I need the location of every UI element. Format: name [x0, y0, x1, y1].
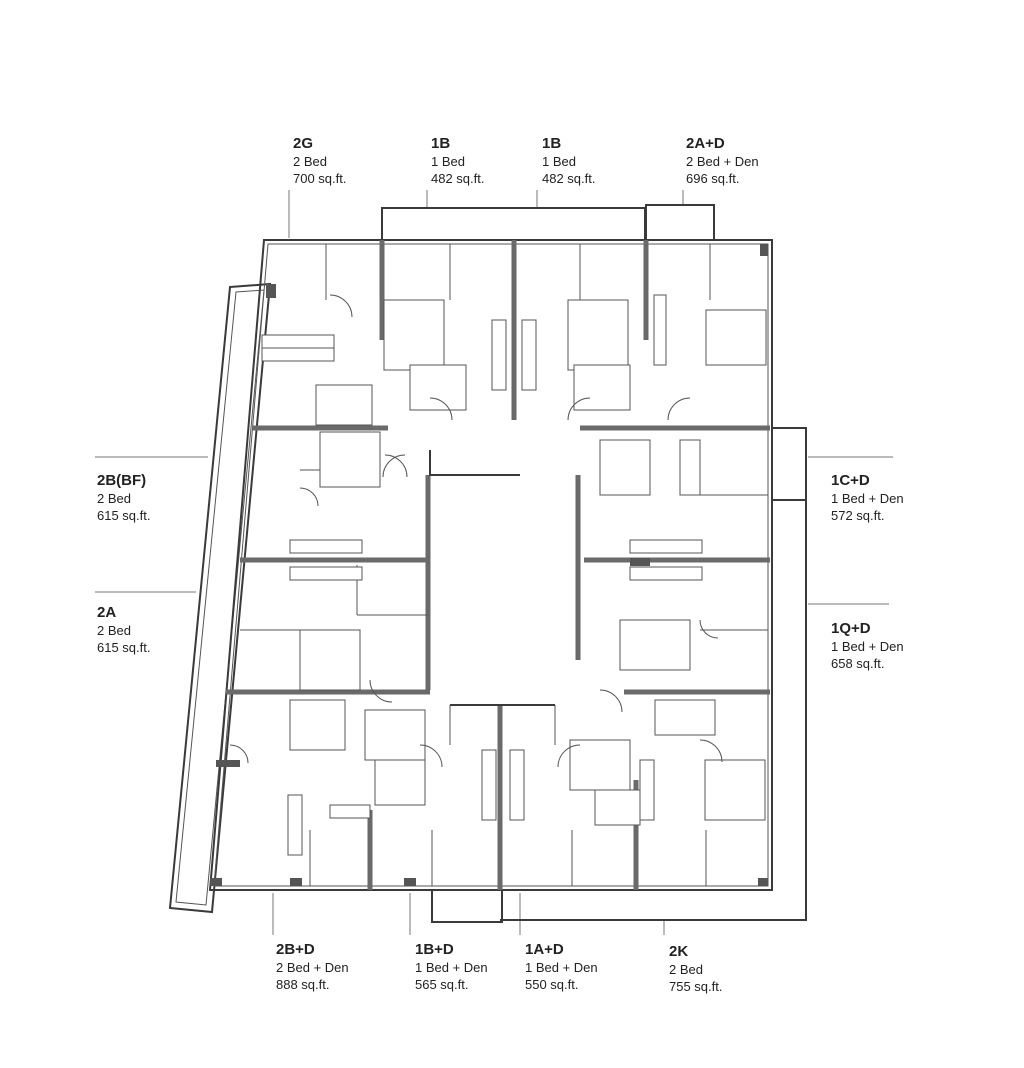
unit-beds: 1 Bed [542, 154, 576, 169]
unit-code: 1B [431, 135, 451, 152]
unit-code: 1Q+D [831, 620, 871, 637]
unit-code: 1A+D [525, 941, 564, 958]
balconies [168, 204, 807, 923]
unit-beds: 2 Bed + Den [276, 960, 349, 975]
unit-label-1b-b: 1B 1 Bed 482 sq.ft. [542, 135, 595, 187]
unit-code: 1B [542, 135, 562, 152]
unit-label-1b-a: 1B 1 Bed 482 sq.ft. [431, 135, 484, 187]
unit-beds: 1 Bed + Den [525, 960, 598, 975]
unit-area: 888 sq.ft. [276, 977, 330, 992]
unit-beds: 1 Bed + Den [831, 639, 904, 654]
unit-code: 2A+D [686, 135, 725, 152]
unit-area: 658 sq.ft. [831, 656, 885, 671]
demising-walls [226, 240, 770, 890]
unit-beds: 1 Bed + Den [415, 960, 488, 975]
unit-label-1q-d: 1Q+D 1 Bed + Den 658 sq.ft. [831, 620, 904, 672]
unit-area: 572 sq.ft. [831, 508, 885, 523]
kitchens [261, 294, 703, 856]
unit-label-1a-d: 1A+D 1 Bed + Den 550 sq.ft. [525, 941, 598, 993]
unit-beds: 1 Bed + Den [831, 491, 904, 506]
unit-code: 2A [97, 604, 117, 621]
unit-label-2g: 2G 2 Bed 700 sq.ft. [293, 135, 346, 187]
leader-lines [95, 190, 893, 935]
unit-beds: 2 Bed [293, 154, 327, 169]
unit-label-2a-d: 2A+D 2 Bed + Den 696 sq.ft. [686, 135, 759, 187]
unit-code: 1B+D [415, 941, 454, 958]
unit-area: 615 sq.ft. [97, 508, 151, 523]
unit-code: 2B(BF) [97, 472, 147, 489]
unit-beds: 2 Bed [97, 623, 131, 638]
unit-area: 482 sq.ft. [542, 171, 596, 186]
unit-label-2b-bf: 2B(BF) 2 Bed 615 sq.ft. [97, 472, 150, 524]
unit-area: 550 sq.ft. [525, 977, 579, 992]
unit-beds: 2 Bed [97, 491, 131, 506]
unit-beds: 2 Bed [669, 962, 703, 977]
unit-code: 2G [293, 135, 314, 152]
unit-label-2b-d: 2B+D 2 Bed + Den 888 sq.ft. [276, 941, 349, 993]
unit-area: 700 sq.ft. [293, 171, 347, 186]
unit-label-1b-d: 1B+D 1 Bed + Den 565 sq.ft. [415, 941, 488, 993]
unit-label-1c-d: 1C+D 1 Bed + Den 572 sq.ft. [831, 472, 904, 524]
unit-area: 755 sq.ft. [669, 979, 723, 994]
unit-label-2k: 2K 2 Bed 755 sq.ft. [669, 943, 722, 995]
unit-area: 615 sq.ft. [97, 640, 151, 655]
unit-area: 565 sq.ft. [415, 977, 469, 992]
unit-code: 2B+D [276, 941, 315, 958]
unit-code: 2K [669, 943, 689, 960]
corridor [429, 450, 556, 745]
unit-beds: 2 Bed + Den [686, 154, 759, 169]
unit-code: 1C+D [831, 472, 870, 489]
unit-area: 482 sq.ft. [431, 171, 485, 186]
unit-label-2a: 2A 2 Bed 615 sq.ft. [97, 604, 150, 656]
door-swings [229, 294, 723, 768]
unit-beds: 1 Bed [431, 154, 465, 169]
structural-columns [210, 244, 768, 886]
unit-area: 696 sq.ft. [686, 171, 740, 186]
bathrooms [289, 299, 767, 826]
